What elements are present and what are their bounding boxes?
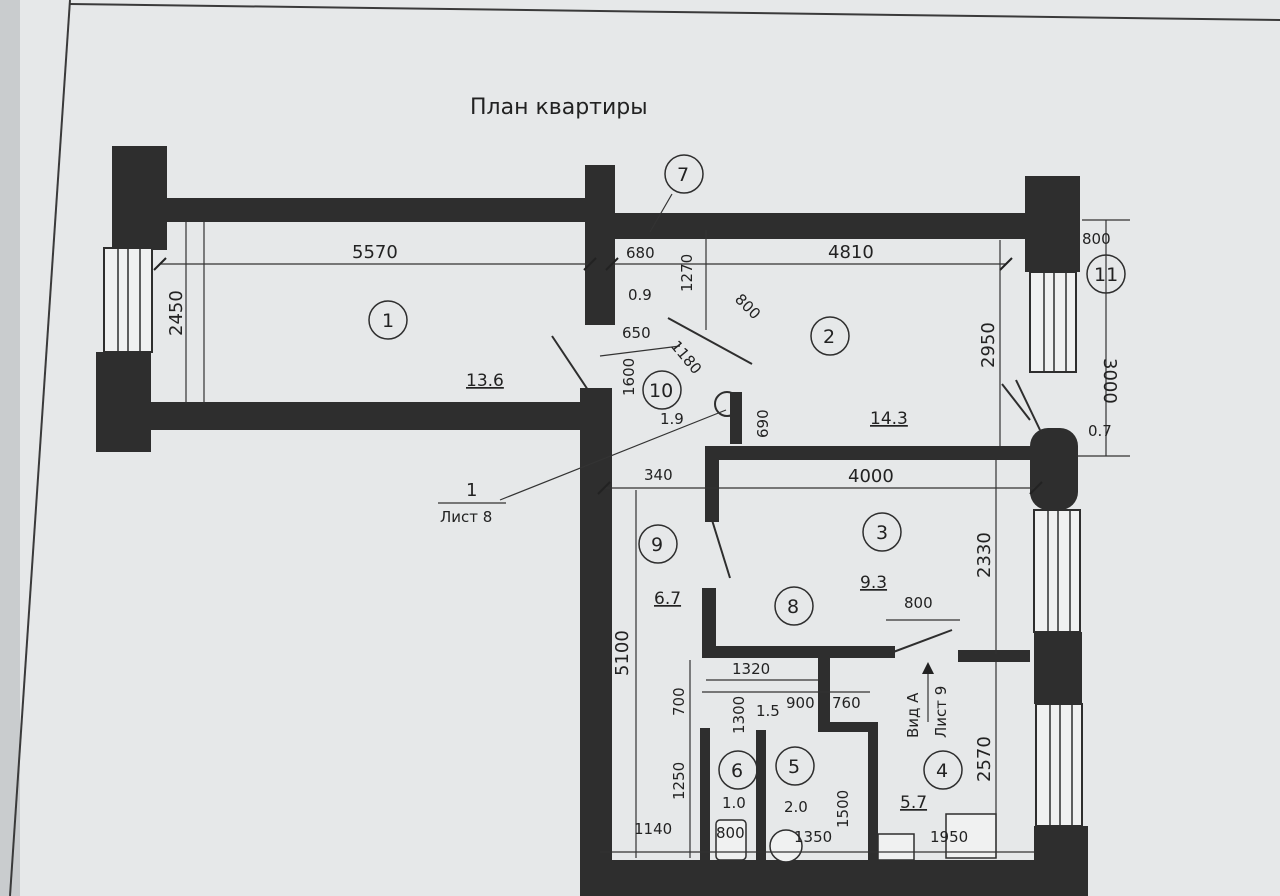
section-reference: 1 Лист 8 — [438, 480, 506, 526]
windows — [103, 247, 1083, 827]
dim-5100: 5100 — [612, 630, 633, 676]
room-area-11: 0.7 — [1088, 422, 1112, 440]
room-area-5: 2.0 — [784, 798, 808, 816]
room-number-7: 7 — [677, 164, 689, 186]
room-circle-9 — [638, 524, 678, 564]
dim-800-window-room11: 800 — [1082, 230, 1111, 248]
paper-sheet — [20, 0, 1280, 896]
dim-690: 690 — [754, 409, 772, 438]
dim-1500: 1500 — [834, 790, 852, 828]
room-number-6: 6 — [731, 760, 743, 782]
dim-1350: 1350 — [794, 828, 832, 846]
room-number-5: 5 — [788, 756, 800, 778]
frame-left — [9, 0, 71, 896]
dim-4000: 4000 — [848, 466, 894, 487]
room-number-10: 10 — [649, 380, 673, 402]
doors — [551, 317, 1041, 655]
dim-340: 340 — [644, 466, 673, 484]
room-circle-1 — [368, 300, 408, 340]
fixtures — [715, 813, 997, 863]
dim-650: 650 — [622, 324, 651, 342]
dim-2570: 2570 — [974, 736, 995, 782]
room-circle-7 — [664, 154, 704, 194]
room-number-4: 4 — [936, 760, 948, 782]
plan-title: План квартиры — [470, 95, 648, 120]
room-area-8: 1.5 — [756, 702, 780, 720]
toilet-fixture — [715, 819, 747, 861]
dim-1140: 1140 — [634, 820, 672, 838]
walls — [96, 146, 1088, 896]
room-number-11: 11 — [1094, 264, 1118, 286]
dim-700: 700 — [670, 687, 688, 716]
room-circle-2 — [810, 316, 850, 356]
room-area-7: 0.9 — [628, 286, 652, 304]
room-circle-11 — [1086, 254, 1126, 294]
dimension-lines — [153, 193, 1130, 858]
dim-1270: 1270 — [678, 254, 696, 292]
room-number-9: 9 — [651, 534, 663, 556]
room-area-1: 13.6 — [466, 371, 504, 391]
view-sheet: Лист 9 — [932, 686, 950, 738]
room-area-9: 6.7 — [654, 589, 681, 609]
dim-800-wc-door: 800 — [716, 824, 745, 842]
room-circle-5 — [775, 746, 815, 786]
stove-fixture — [877, 833, 915, 861]
room-markers: 1 2 3 4 5 6 7 8 9 10 11 — [368, 154, 1126, 790]
dim-1600: 1600 — [620, 358, 638, 396]
dim-680: 680 — [626, 244, 655, 262]
view-reference: Вид А Лист 9 — [904, 662, 950, 738]
room-areas: 13.6 14.3 9.3 5.7 2.0 1.0 0.9 1.5 6.7 1.… — [466, 286, 1112, 816]
dimension-labels: 5570 2450 680 1270 4810 800 800 3000 295… — [166, 230, 1120, 846]
section-number: 1 — [466, 480, 477, 501]
room-circle-10 — [642, 370, 682, 410]
dim-900: 900 — [786, 694, 815, 712]
dim-1250: 1250 — [670, 762, 688, 800]
view-label: Вид А — [904, 692, 922, 738]
room-area-4: 5.7 — [900, 793, 927, 813]
room-circle-8 — [774, 586, 814, 626]
dim-4810: 4810 — [828, 242, 874, 263]
kitchen-sink-fixture — [945, 813, 997, 859]
room-number-2: 2 — [823, 326, 835, 348]
room-number-1: 1 — [382, 310, 394, 332]
sink-fixture — [769, 829, 803, 863]
room-area-6: 1.0 — [722, 794, 746, 812]
room-circle-6 — [718, 750, 758, 790]
room-number-3: 3 — [876, 522, 888, 544]
dim-760: 760 — [832, 694, 861, 712]
room-area-2: 14.3 — [870, 409, 908, 429]
dim-2950: 2950 — [978, 322, 999, 368]
room-area-3: 9.3 — [860, 573, 887, 593]
dim-5570: 5570 — [352, 242, 398, 263]
room-number-8: 8 — [787, 596, 799, 618]
dim-1300: 1300 — [730, 696, 748, 734]
room-circle-4 — [923, 750, 963, 790]
dim-1950: 1950 — [930, 828, 968, 846]
dim-3000: 3000 — [1099, 358, 1120, 404]
dim-800-door-room3: 800 — [904, 594, 933, 612]
room-circle-3 — [862, 512, 902, 552]
frame-top — [69, 3, 1280, 21]
dim-1320: 1320 — [732, 660, 770, 678]
dim-2450: 2450 — [166, 290, 187, 336]
dim-2330: 2330 — [974, 532, 995, 578]
section-sheet: Лист 8 — [440, 508, 492, 526]
room-area-10: 1.9 — [660, 410, 684, 428]
